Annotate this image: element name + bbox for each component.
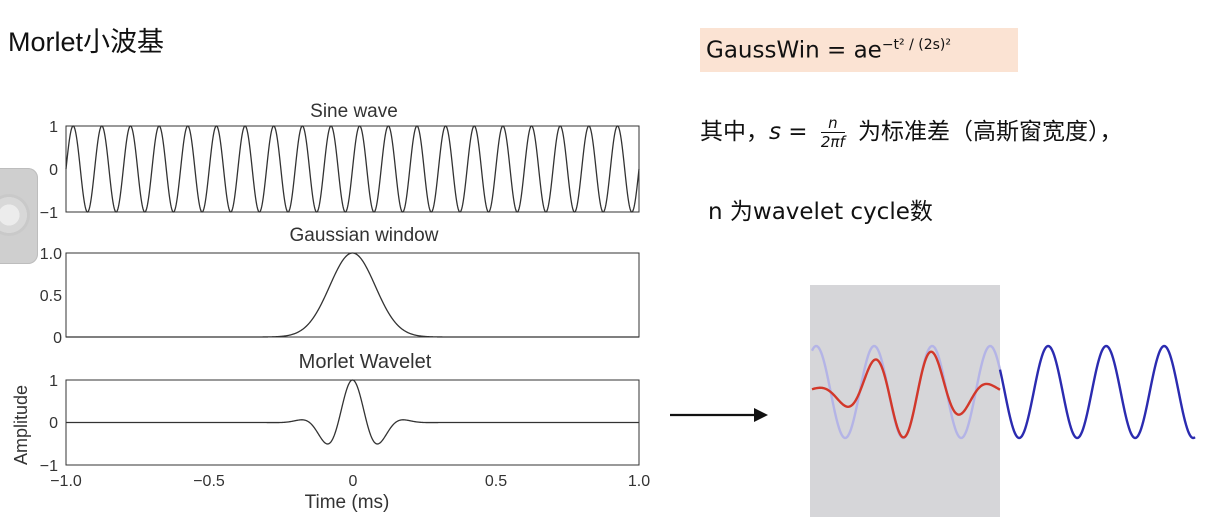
line1-var: s — [769, 119, 781, 145]
slide-title: Morlet小波基 — [8, 27, 165, 57]
fraction-numerator: n — [820, 114, 845, 133]
sine-wave-line — [65, 125, 640, 213]
formula-text: GaussWin = ae−t² / (2s)² — [706, 37, 951, 64]
panel3-title: Morlet Wavelet — [299, 351, 432, 373]
line1-prefix: 其中， — [700, 119, 769, 145]
definition-line-n: n 为wavelet cycle数 — [708, 199, 933, 225]
panel2-ytick-mid: 0.5 — [40, 288, 62, 305]
x-tick-1: 1.0 — [628, 473, 650, 490]
panel1-ytick-bottom: −1 — [40, 205, 58, 222]
morlet-wavelet-line — [66, 379, 639, 445]
gaussian-window-line — [66, 252, 639, 338]
panel3-ytick-bottom: −1 — [40, 458, 58, 475]
x-axis-label: Time (ms) — [305, 492, 390, 513]
panel1-ytick-mid: 0 — [49, 162, 58, 179]
panel2-title: Gaussian window — [290, 225, 439, 246]
x-tick-neg1: −1.0 — [50, 473, 82, 490]
panel2-frame — [65, 252, 640, 338]
y-axis-label: Amplitude — [11, 385, 31, 465]
side-panel-tab[interactable] — [0, 168, 38, 264]
x-tick-05: 0.5 — [485, 473, 507, 490]
fraction-denominator: 2πf — [820, 133, 845, 151]
arrow-icon — [670, 408, 768, 422]
x-tick-0: 0 — [349, 473, 358, 490]
panel2-ytick-bottom: 0 — [53, 330, 62, 347]
panel3-ytick-top: 1 — [49, 373, 58, 390]
formula-eq: = ae — [819, 37, 882, 64]
line1-suffix: 为标准差（高斯窗宽度）， — [850, 119, 1123, 145]
formula-exponent: −t² / (2s)² — [881, 37, 951, 53]
windowed-wavelet-line — [811, 350, 1001, 439]
panel1-ytick-top: 1 — [49, 119, 58, 136]
formula-lhs: GaussWin — [706, 37, 820, 64]
panel1-title: Sine wave — [310, 101, 398, 122]
line1-eq: = — [780, 119, 815, 145]
gausswin-formula: GaussWin = ae−t² / (2s)² — [700, 28, 1018, 72]
continuing-sine-line — [998, 344, 1196, 440]
window-shaded-region — [810, 285, 1000, 517]
panel3-ytick-mid: 0 — [49, 415, 58, 432]
panel2-ytick-top: 1.0 — [40, 246, 62, 263]
x-tick-neg05: −0.5 — [193, 473, 225, 490]
